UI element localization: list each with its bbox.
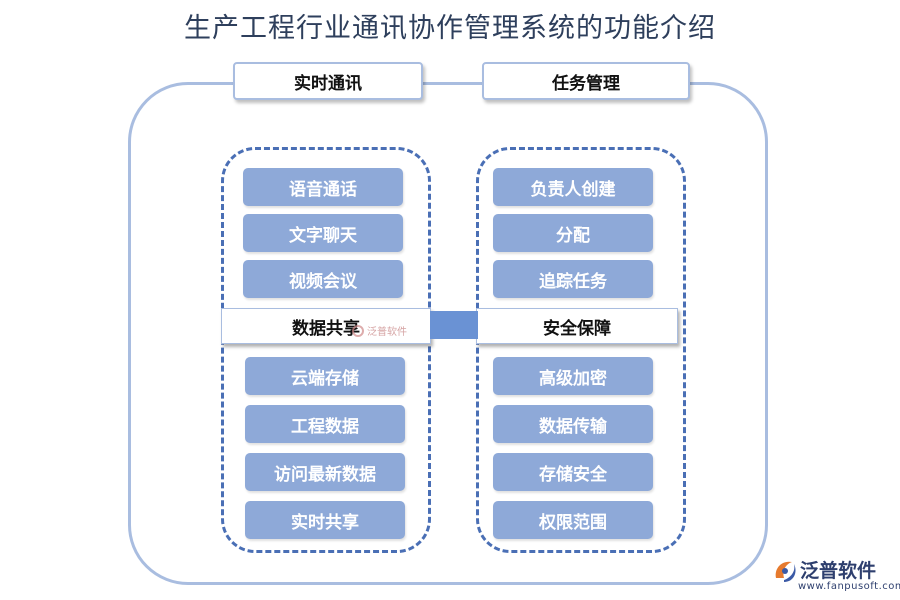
tab-realtime-communication: 实时通讯 bbox=[233, 62, 423, 100]
section-security: 安全保障 bbox=[476, 308, 678, 344]
item-access-latest-data: 访问最新数据 bbox=[245, 453, 405, 491]
item-assignment: 分配 bbox=[493, 214, 653, 252]
brand-url: www.fanpusoft.com bbox=[798, 581, 900, 592]
item-owner-creation: 负责人创建 bbox=[493, 168, 653, 206]
item-engineering-data: 工程数据 bbox=[245, 405, 405, 443]
brand-name: 泛普软件 bbox=[800, 560, 877, 582]
section-data-sharing: 数据共享 bbox=[221, 308, 431, 344]
item-storage-security: 存储安全 bbox=[493, 453, 653, 491]
item-permission-scope: 权限范围 bbox=[493, 501, 653, 539]
item-text-chat: 文字聊天 bbox=[243, 214, 403, 252]
item-task-tracking: 追踪任务 bbox=[493, 260, 653, 298]
item-realtime-sharing: 实时共享 bbox=[245, 501, 405, 539]
page-title: 生产工程行业通讯协作管理系统的功能介绍 bbox=[184, 13, 716, 44]
item-data-transfer: 数据传输 bbox=[493, 405, 653, 443]
item-voice-call: 语音通话 bbox=[243, 168, 403, 206]
tab-task-management: 任务管理 bbox=[482, 62, 690, 100]
brand-logo: 泛普软件 www.fanpusoft.com bbox=[770, 556, 900, 598]
item-video-conference: 视频会议 bbox=[243, 260, 403, 298]
item-advanced-encryption: 高级加密 bbox=[493, 357, 653, 395]
left-column-group bbox=[221, 147, 431, 553]
watermark-logo-icon bbox=[352, 324, 364, 337]
brand-logo-icon bbox=[775, 561, 796, 582]
right-column-group bbox=[476, 147, 686, 553]
middle-connector-bar bbox=[430, 311, 478, 339]
item-cloud-storage: 云端存储 bbox=[245, 357, 405, 395]
watermark: 泛普软件 bbox=[352, 323, 407, 338]
watermark-text: 泛普软件 bbox=[367, 327, 407, 338]
